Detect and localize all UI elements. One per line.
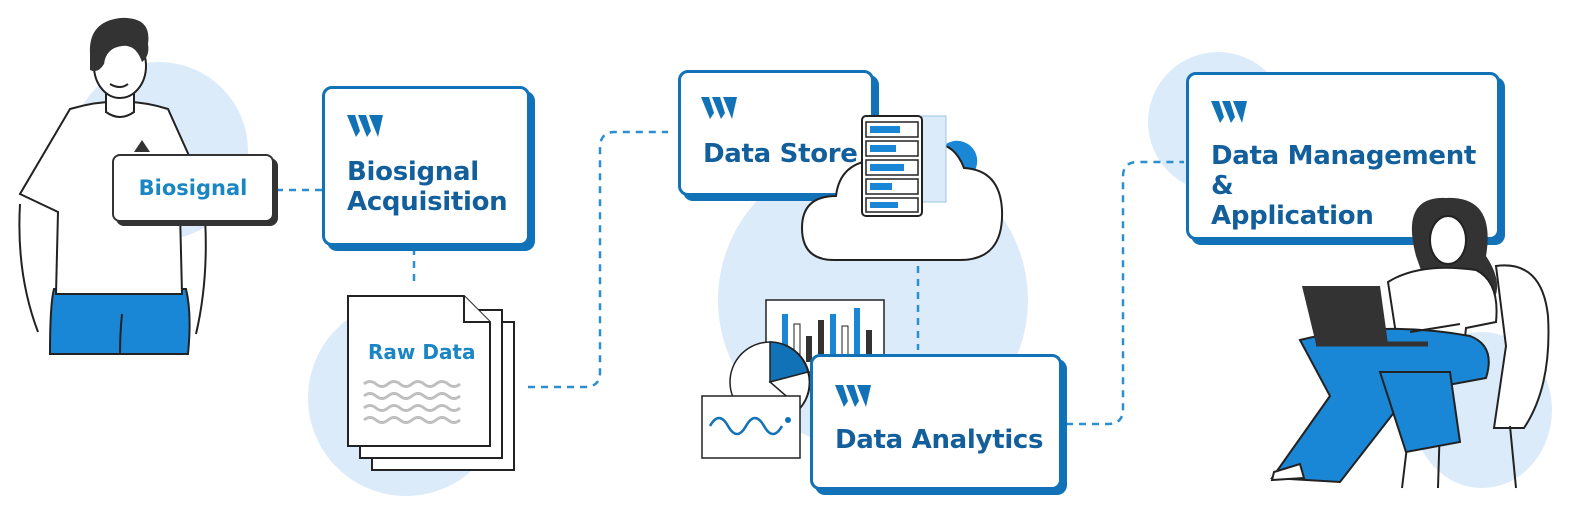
biosignal-text: Biosignal [138,176,248,200]
biosignal-label: Biosignal [112,154,274,222]
w-logo-icon [1211,101,1247,123]
data-management-title: Data Management & Application [1211,141,1477,231]
biosignal-acquisition-title: Biosignal Acquisition [347,157,508,217]
raw-data-title: Raw Data [368,340,476,364]
woman-with-laptop-illustration [1270,197,1550,489]
connector-analytics-management [1066,160,1184,426]
w-logo-icon [347,115,383,137]
w-logo-icon [835,385,871,407]
connector-rawdata-store [528,130,668,389]
data-store-title: Data Store [703,139,858,169]
biosignal-acquisition-card: Biosignal Acquisition [322,86,530,246]
data-analytics-title: Data Analytics [835,425,1044,455]
w-logo-icon [701,97,737,119]
data-analytics-card: Data Analytics [810,354,1062,490]
data-store-card: Data Store [678,70,874,196]
server-rack-icon [861,115,947,217]
document-stack-icon [347,295,515,471]
